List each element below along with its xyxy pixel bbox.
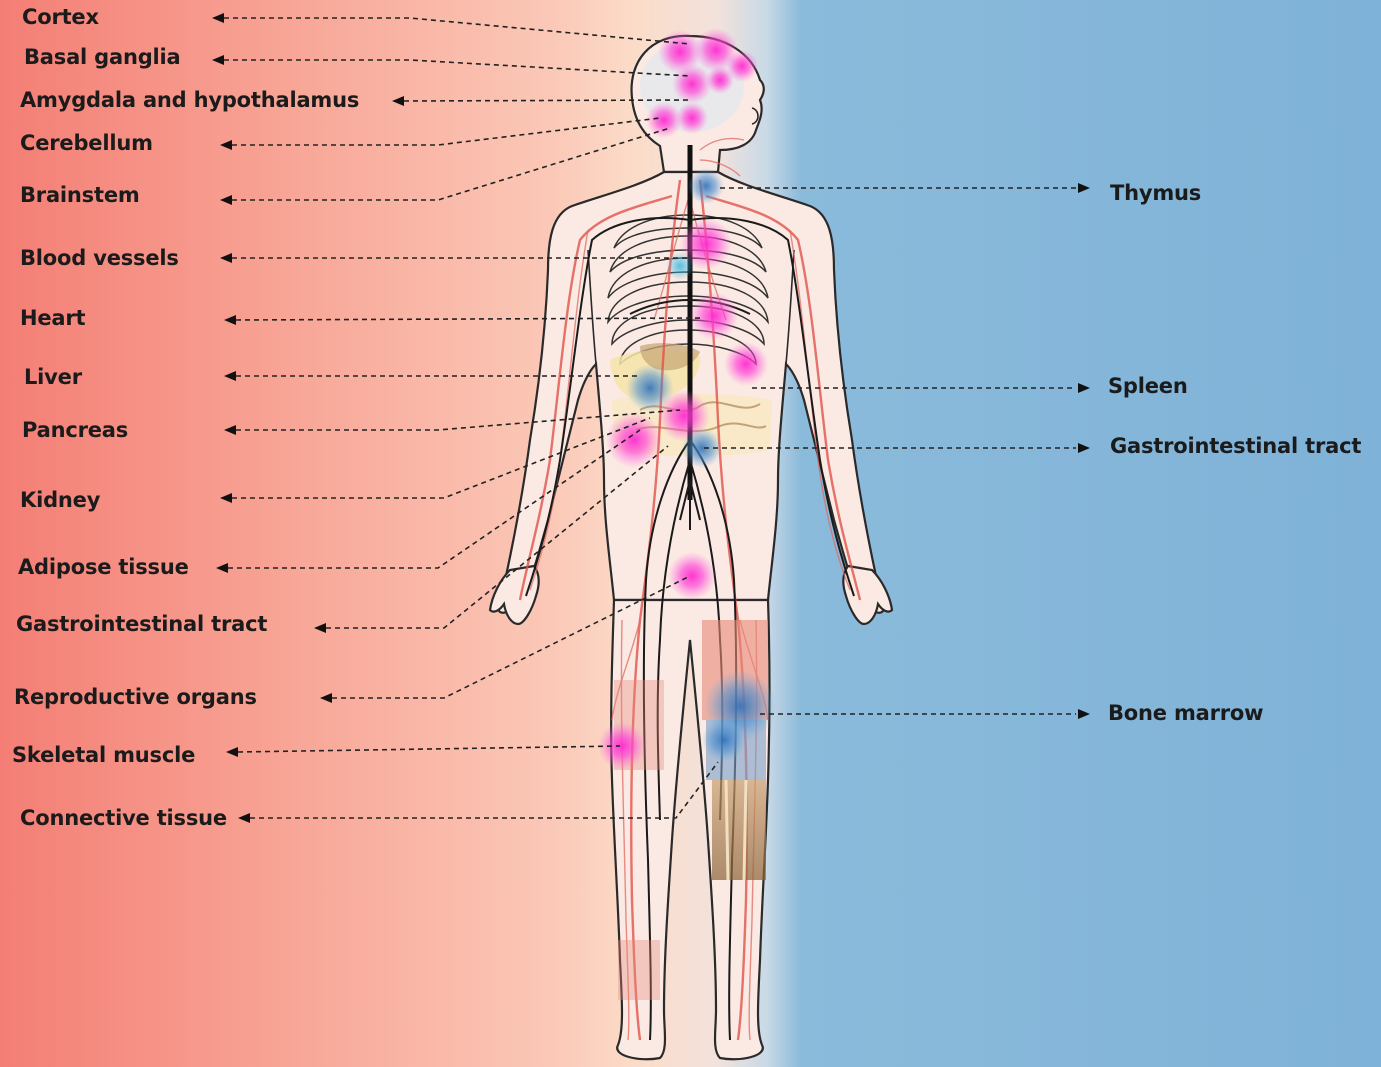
leader-brainstem [232, 128, 670, 200]
label-heart: Heart [20, 308, 85, 329]
leader-amygdala [404, 100, 690, 101]
label-adipose-tissue: Adipose tissue [18, 557, 189, 578]
leader-adipose [228, 430, 640, 568]
left-hand [490, 566, 539, 624]
label-spleen: Spleen [1108, 376, 1188, 397]
leader-cortex [224, 18, 690, 44]
label-pancreas: Pancreas [22, 420, 128, 441]
leader-cerebellum [232, 118, 660, 145]
right-hand [843, 566, 892, 624]
label-thymus: Thymus [1110, 183, 1201, 204]
label-amygdala-hypothalamus: Amygdala and hypothalamus [20, 90, 359, 111]
label-brainstem: Brainstem [20, 185, 140, 206]
left-shin-muscle [618, 940, 660, 1000]
label-skeletal-muscle: Skeletal muscle [12, 745, 195, 766]
label-gastrointestinal-tract-right: Gastrointestinal tract [1110, 436, 1361, 457]
label-liver: Liver [24, 367, 82, 388]
label-cerebellum: Cerebellum [20, 133, 153, 154]
label-reproductive-organs: Reproductive organs [14, 687, 257, 708]
leader-skeletal-muscle [238, 746, 620, 752]
label-bone-marrow: Bone marrow [1108, 703, 1263, 724]
leader-basal-ganglia [224, 60, 690, 76]
label-cortex: Cortex [22, 7, 99, 28]
label-kidney: Kidney [20, 490, 100, 511]
label-gastrointestinal-tract-left: Gastrointestinal tract [16, 614, 267, 635]
label-blood-vessels: Blood vessels [20, 248, 179, 269]
label-basal-ganglia: Basal ganglia [24, 47, 181, 68]
shin-bone-panel [712, 780, 766, 880]
label-connective-tissue: Connective tissue [20, 808, 227, 829]
